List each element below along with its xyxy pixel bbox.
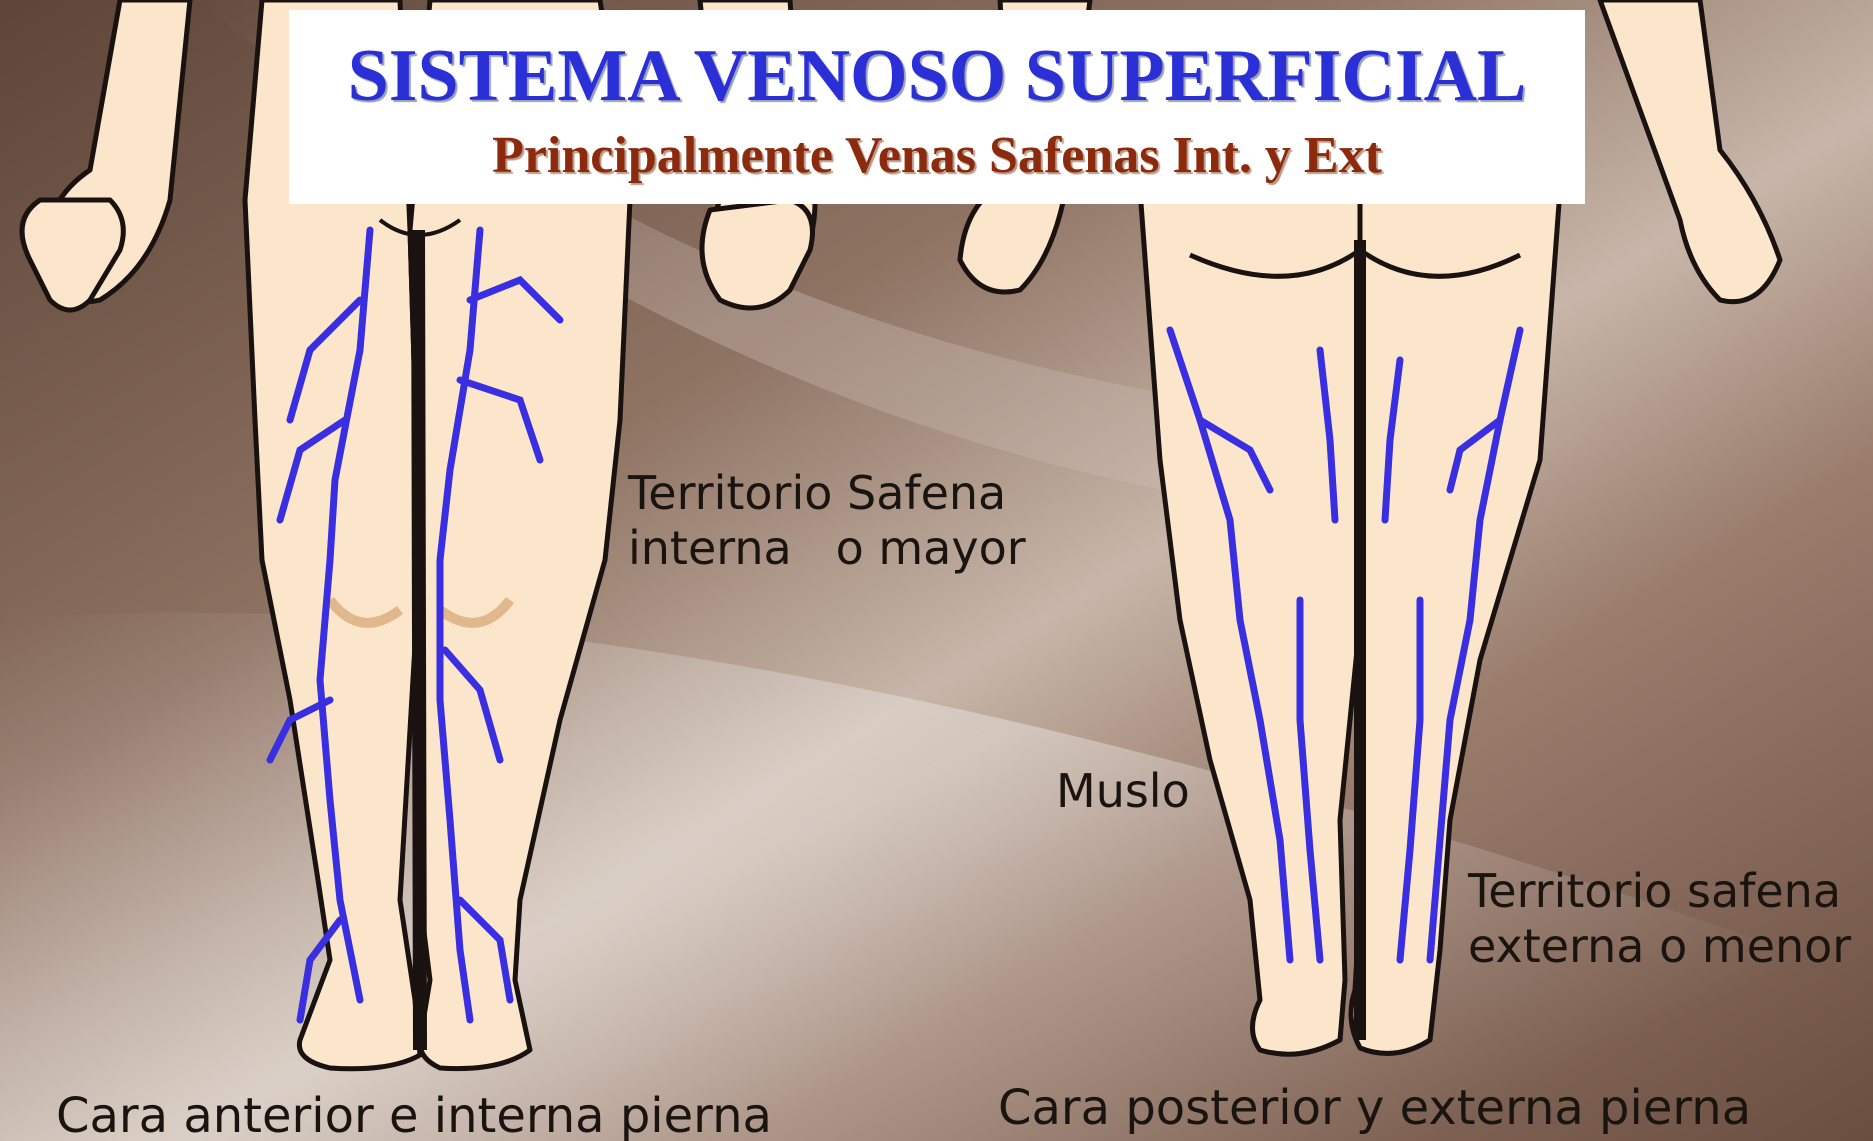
title-box: SISTEMA VENOSO SUPERFICIAL Principalment… xyxy=(289,10,1585,204)
label-line: Territorio safena xyxy=(1468,864,1851,919)
slide-title: SISTEMA VENOSO SUPERFICIAL xyxy=(289,32,1585,120)
label-safena-mayor: Territorio Safena interna o mayor xyxy=(628,466,1026,576)
label-anterior: Cara anterior e interna pierna xyxy=(56,1088,772,1141)
front-center-line xyxy=(418,230,420,1050)
label-line: externa o menor xyxy=(1468,919,1851,974)
label-posterior: Cara posterior y externa pierna xyxy=(998,1080,1751,1138)
label-line: Territorio Safena xyxy=(628,466,1026,521)
label-safena-menor: Territorio safena externa o menor xyxy=(1468,864,1851,974)
label-muslo: Muslo xyxy=(1056,764,1190,819)
label-line: interna o mayor xyxy=(628,521,1026,576)
slide-subtitle: Principalmente Venas Safenas Int. y Ext xyxy=(289,124,1585,188)
